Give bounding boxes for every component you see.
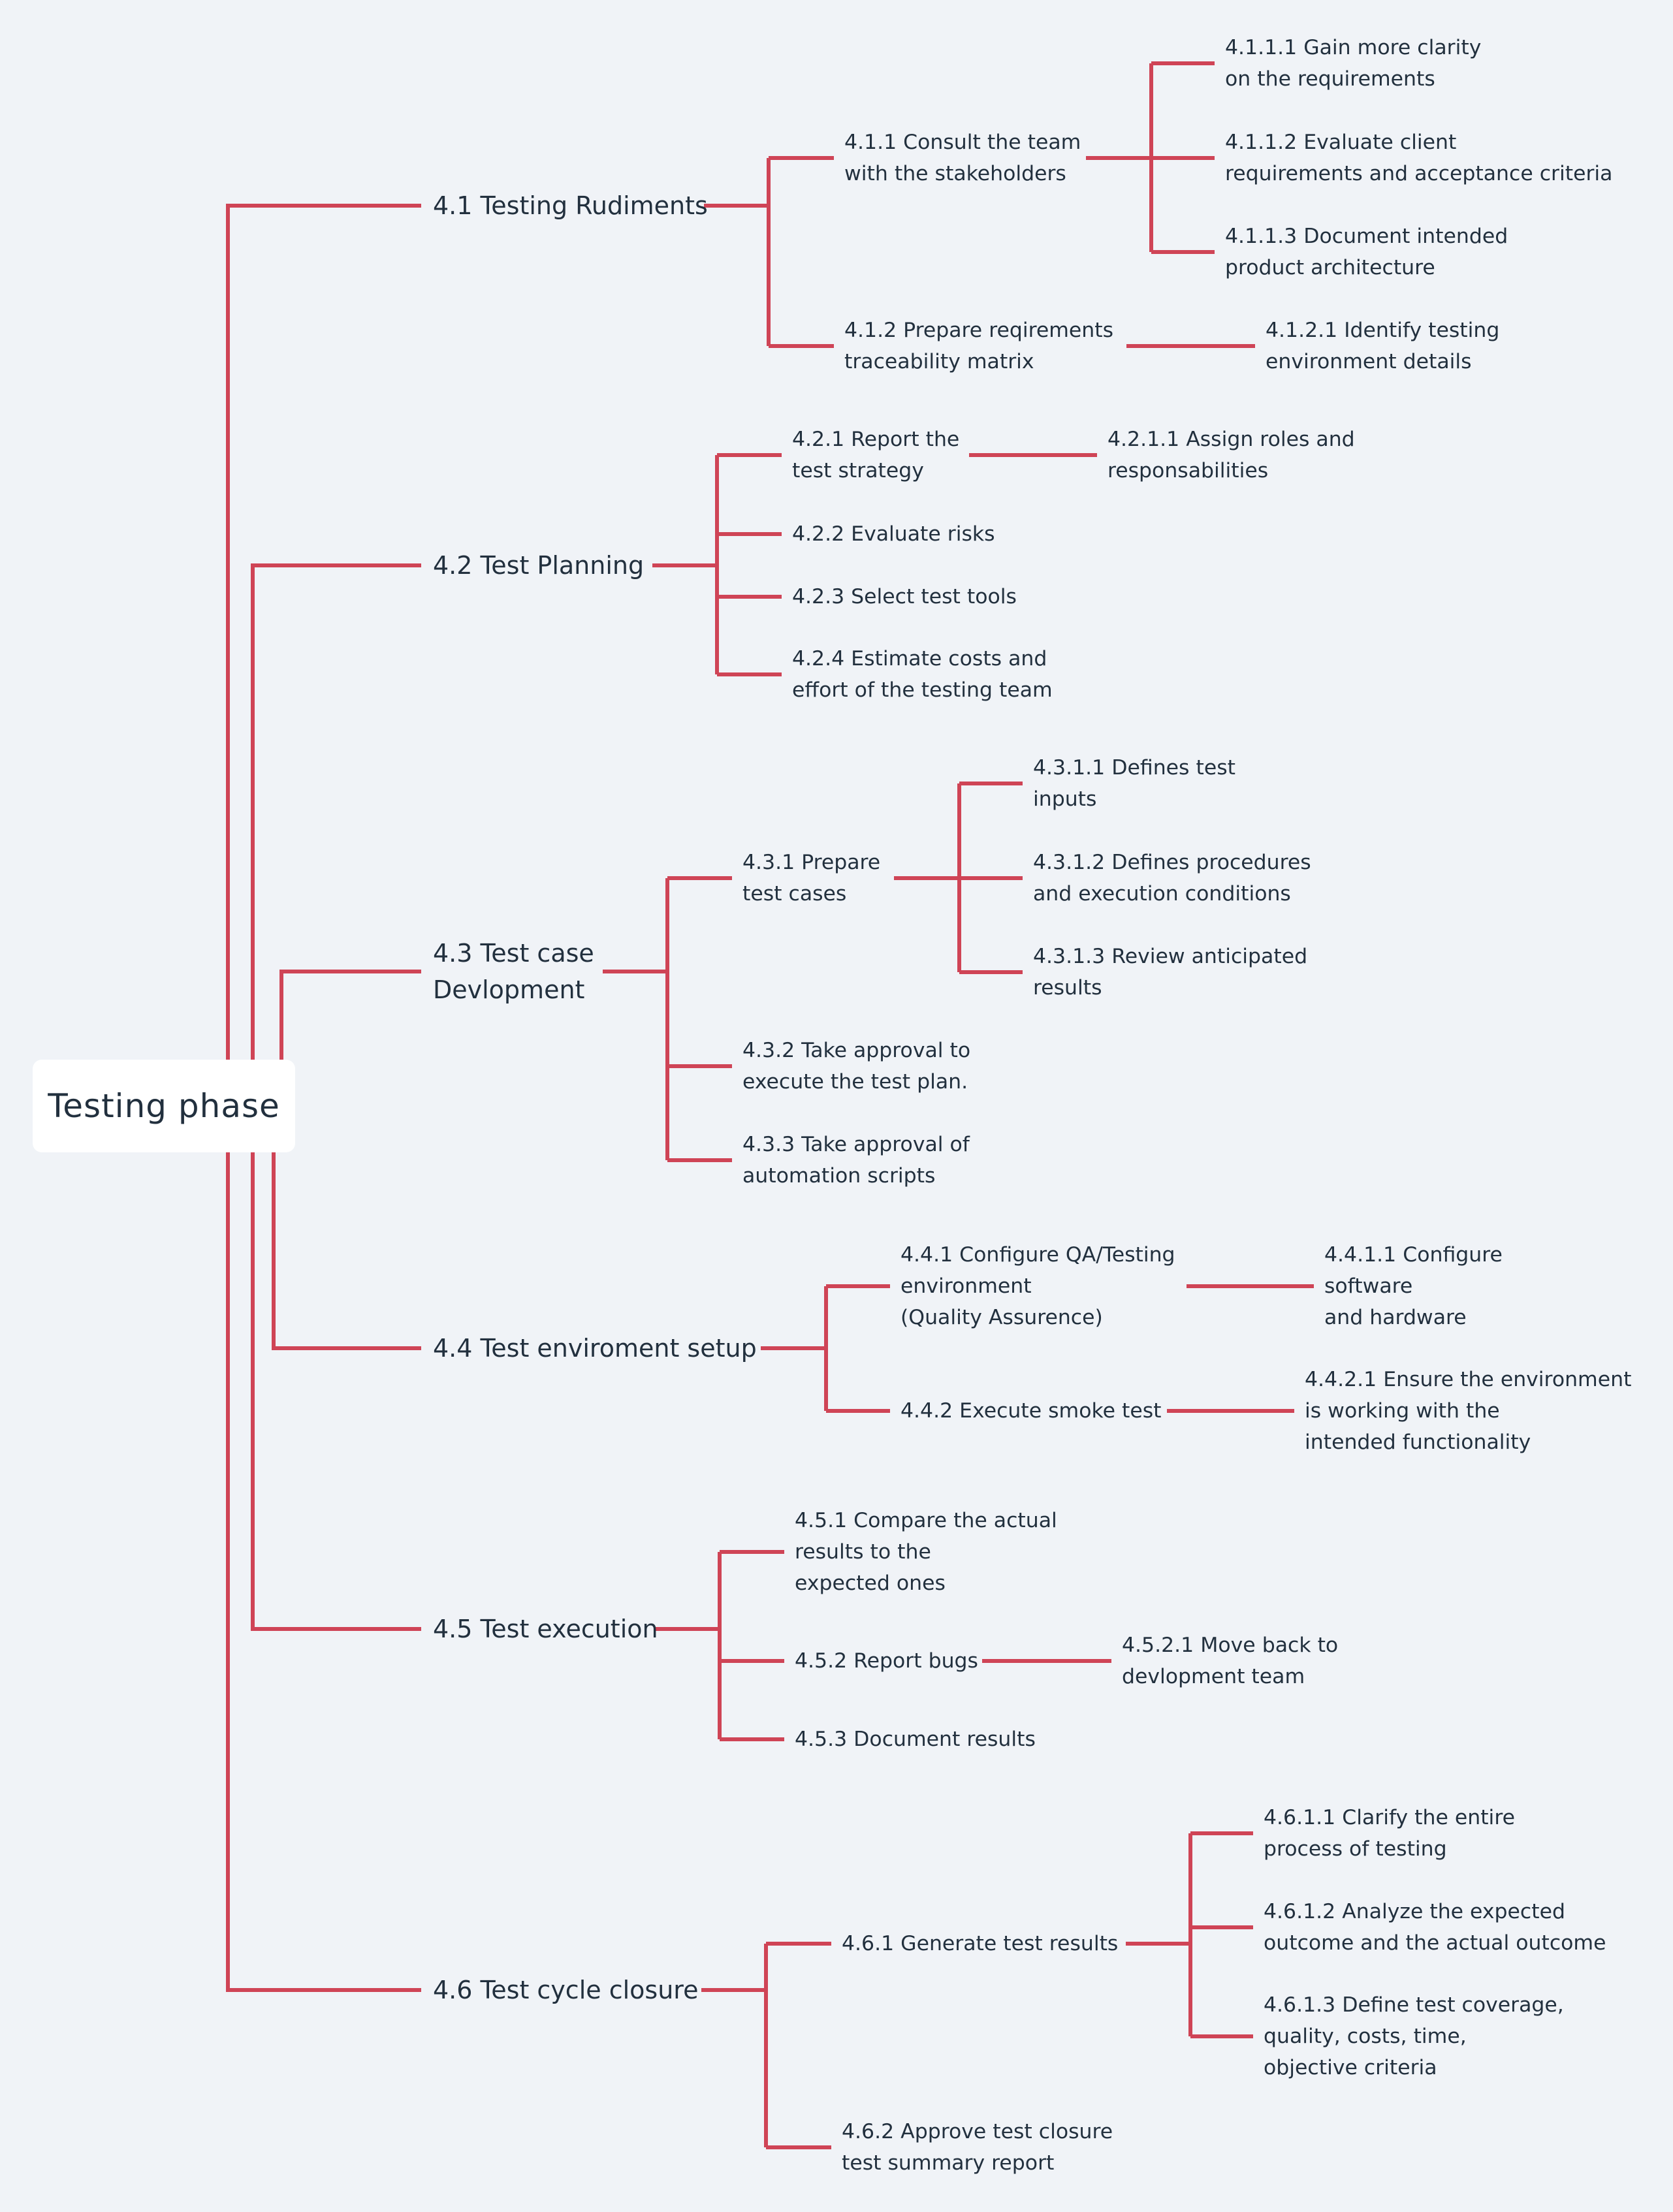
node-4-1[interactable]: 4.1 Testing Rudiments: [433, 191, 708, 220]
node-4-1-1-1[interactable]: 4.1.1.1 Gain more clarity on the require…: [1225, 36, 1482, 91]
node-4-5-3[interactable]: 4.5.3 Document results: [795, 1728, 1036, 1751]
connector-root-4-5: [251, 1152, 421, 1631]
node-4-2-1-1[interactable]: 4.2.1.1 Assign roles and responsabilitie…: [1107, 428, 1355, 482]
node-4-3-1[interactable]: 4.3.1 Prepare test cases: [742, 851, 881, 906]
node-4-2-3[interactable]: 4.2.3 Select test tools: [792, 585, 1017, 608]
node-4-6-1-3[interactable]: 4.6.1.3 Define test coverage, quality, c…: [1264, 1993, 1564, 2079]
node-4-1-2[interactable]: 4.1.2 Prepare reqirements traceability m…: [844, 319, 1114, 373]
node-4-1-1-2[interactable]: 4.1.1.2 Evaluate client requirements and…: [1225, 131, 1613, 185]
root-node[interactable]: Testing phase: [33, 1060, 295, 1152]
node-4-3[interactable]: 4.3 Test case Devlopment: [433, 939, 594, 1004]
node-4-5-2-1[interactable]: 4.5.2.1 Move back to devlopment team: [1122, 1634, 1339, 1688]
node-4-3-1-1[interactable]: 4.3.1.1 Defines test inputs: [1033, 756, 1235, 811]
node-4-6-1-2[interactable]: 4.6.1.2 Analyze the expected outcome and…: [1264, 1900, 1606, 1955]
node-4-4-2[interactable]: 4.4.2 Execute smoke test: [900, 1399, 1162, 1423]
node-4-3-1-3[interactable]: 4.3.1.3 Review anticipated results: [1033, 945, 1308, 1000]
node-4-2[interactable]: 4.2 Test Planning: [433, 551, 645, 580]
node-4-4-2-1[interactable]: 4.4.2.1 Ensure the environment is workin…: [1305, 1368, 1632, 1454]
connector-root-4-1: [226, 204, 421, 1060]
node-4-6[interactable]: 4.6 Test cycle closure: [433, 1976, 699, 2004]
node-4-1-1[interactable]: 4.1.1 Consult the team with the stakehol…: [844, 131, 1081, 185]
node-4-6-1[interactable]: 4.6.1 Generate test results: [842, 1932, 1119, 1955]
node-4-6-1-1[interactable]: 4.6.1.1 Clarify the entire process of te…: [1264, 1806, 1515, 1861]
connector-root-4-2: [251, 563, 421, 1060]
node-4-2-4[interactable]: 4.2.4 Estimate costs and effort of the t…: [792, 647, 1053, 702]
node-4-4[interactable]: 4.4 Test enviroment setup: [433, 1334, 757, 1363]
node-4-5-2[interactable]: 4.5.2 Report bugs: [795, 1649, 978, 1673]
node-4-4-1-1[interactable]: 4.4.1.1 Configure software and hardware: [1324, 1243, 1503, 1329]
node-4-1-2-1[interactable]: 4.1.2.1 Identify testing environment det…: [1266, 319, 1500, 373]
connector-root-4-6: [226, 1152, 421, 1992]
node-4-3-1-2[interactable]: 4.3.1.2 Defines procedures and execution…: [1033, 851, 1311, 906]
node-4-2-2[interactable]: 4.2.2 Evaluate risks: [792, 522, 995, 546]
connector-root-4-4: [272, 1152, 421, 1350]
node-4-5[interactable]: 4.5 Test execution: [433, 1615, 658, 1643]
node-4-5-1[interactable]: 4.5.1 Compare the actual results to the …: [795, 1509, 1057, 1595]
node-4-3-2[interactable]: 4.3.2 Take approval to execute the test …: [742, 1039, 971, 1094]
node-4-1-1-3[interactable]: 4.1.1.3 Document intended product archit…: [1225, 225, 1508, 279]
connector-root-4-3: [279, 970, 421, 1060]
node-4-6-2[interactable]: 4.6.2 Approve test closure test summary …: [842, 2120, 1113, 2175]
node-4-2-1[interactable]: 4.2.1 Report the test strategy: [792, 428, 960, 482]
node-4-3-3[interactable]: 4.3.3 Take approval of automation script…: [742, 1133, 970, 1188]
node-4-4-1[interactable]: 4.4.1 Configure QA/Testing environment (…: [900, 1243, 1175, 1329]
